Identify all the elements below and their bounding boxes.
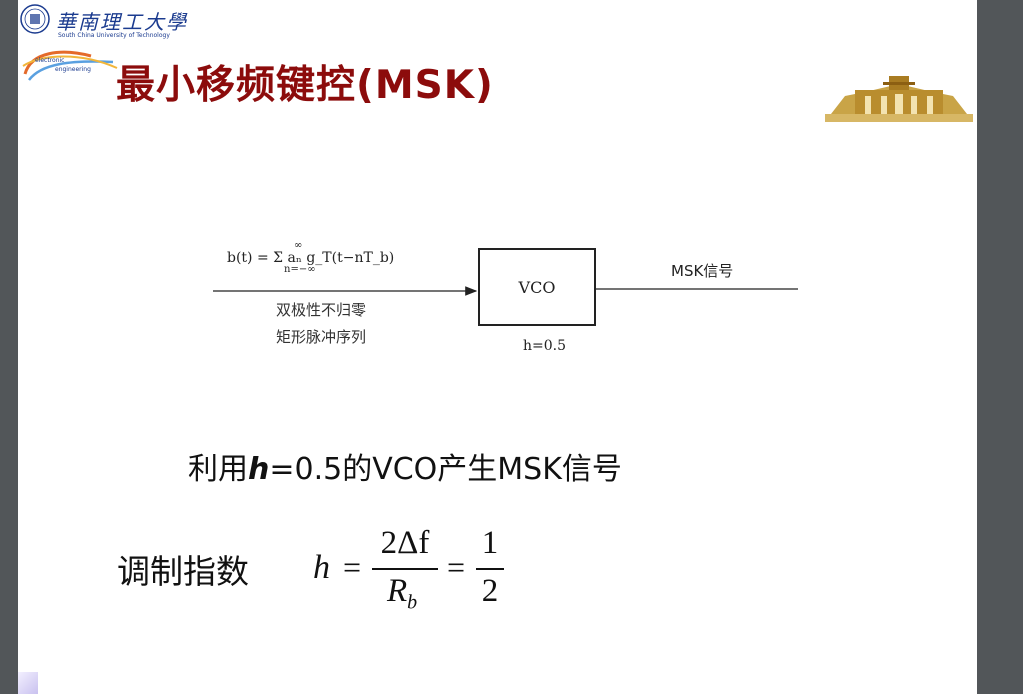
statement-rest: =0.5的VCO产生MSK信号 [269,452,622,487]
input-label-line-2: 矩形脉冲序列 [276,328,367,346]
modulation-index-label: 调制指数 [117,552,249,591]
modulation-index-formula: h = 2Δf Rb = 1 2 [313,525,513,622]
formula-h: h [313,549,330,586]
statement-prefix: 利用 [188,452,248,487]
formula-fraction-bar-1 [372,568,438,570]
university-logo: 華南理工大學 South China University of Technol… [20,4,186,44]
input-formula: b(t) = Σ aₙ g_T(t−nT_b) ∞ n=−∞ [227,240,395,275]
vco-block-diagram: b(t) = Σ aₙ g_T(t−nT_b) ∞ n=−∞ 双极性不归零 矩形… [213,240,798,365]
university-name-cn: 華南理工大學 [56,10,188,34]
slide-corner-decoration [18,672,38,694]
university-seal-icon [20,4,50,34]
formula-denominator-main: R [387,573,408,609]
formula-equals-2: = [447,549,466,585]
output-label: MSK信号 [671,262,734,280]
statement-h: h [248,452,270,487]
slide: 華南理工大學 South China University of Technol… [18,0,977,694]
swoosh-text-1: electronic [35,57,64,64]
vco-statement: 利用h=0.5的VCO产生MSK信号 [188,444,622,488]
diagram-lines [213,286,798,296]
vco-label: VCO [518,278,556,297]
university-name-en: South China University of Technology [58,32,170,39]
formula-fraction-bar-2 [476,568,504,570]
input-label-line-1: 双极性不归零 [276,301,367,319]
sum-upper-limit: ∞ [294,240,303,251]
formula-result-denominator: 2 [481,573,499,609]
campus-gate-picture [825,76,973,122]
swoosh-text-2: engineering [55,66,91,73]
formula-result-numerator: 1 [481,525,499,561]
formula-denominator-sub: b [407,591,418,614]
department-swoosh-logo: electronic engineering [22,50,118,81]
vco-parameter: h=0.5 [523,338,567,354]
formula-denominator: Rb [387,573,417,615]
formula-numerator: 2Δf [380,525,430,561]
slide-title: 最小移频键控(MSK) [116,63,494,108]
vco-block: VCO [478,248,596,326]
input-formula-text: b(t) = Σ aₙ g_T(t−nT_b) [227,250,395,266]
formula-equals-1: = [343,549,362,585]
sum-lower-limit: n=−∞ [284,264,316,275]
